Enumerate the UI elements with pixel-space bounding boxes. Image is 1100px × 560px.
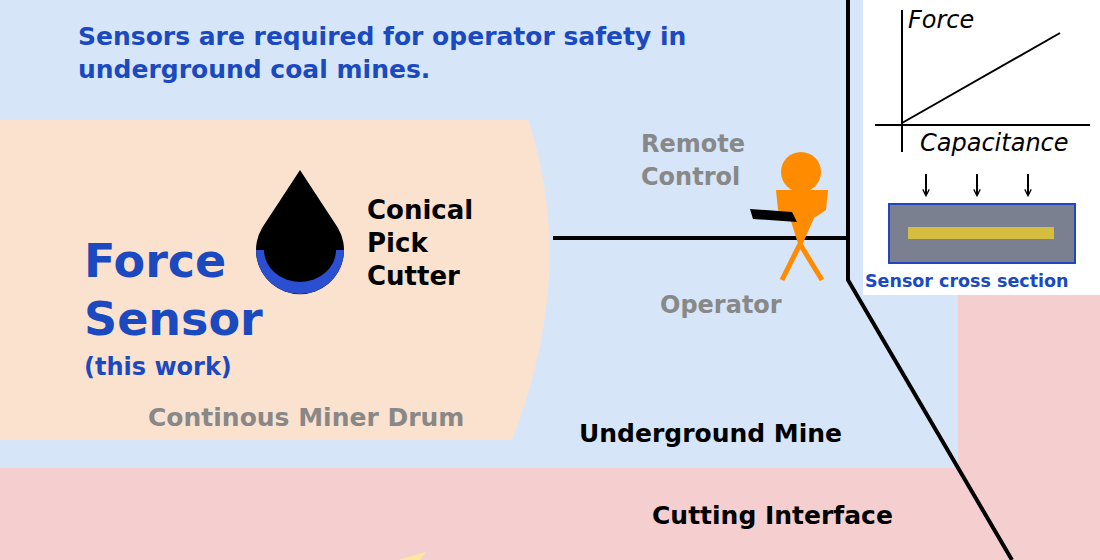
graph-axis bbox=[875, 124, 1090, 126]
note: (this work) bbox=[84, 352, 232, 382]
node-label: Capacitance bbox=[920, 128, 1069, 158]
part-label: Remote Control bbox=[641, 128, 781, 194]
coal-seam-side bbox=[958, 295, 1100, 468]
inset-panel: ForceCapacitanceSensor cross section bbox=[863, 0, 1100, 296]
pick-cutter bbox=[256, 170, 344, 294]
graph-axis bbox=[901, 10, 903, 152]
miner-drum bbox=[0, 120, 550, 440]
force-arrow bbox=[976, 174, 978, 195]
drum-region: Continous Miner Drum bbox=[0, 120, 555, 440]
part-label: Conical Pick Cutter bbox=[367, 194, 517, 293]
pick-sensor bbox=[256, 250, 344, 294]
cutting-band bbox=[0, 468, 1100, 560]
node-label: Force bbox=[908, 5, 974, 35]
heading: Sensors are required for operator safety… bbox=[78, 20, 748, 86]
node-label: Continous Miner Drum bbox=[148, 402, 464, 433]
cutting-band: Cutting Interface bbox=[0, 468, 1100, 560]
part-label: Force Sensor bbox=[84, 232, 344, 348]
sensor-electrode bbox=[908, 227, 1054, 239]
part-label: Operator bbox=[660, 290, 782, 320]
operator-legs bbox=[782, 244, 822, 280]
sensor-body bbox=[889, 204, 1075, 263]
mine-ground bbox=[0, 0, 1100, 468]
inset-panel bbox=[863, 0, 1100, 295]
force-arrow bbox=[1027, 174, 1029, 195]
force-arrow bbox=[925, 174, 927, 195]
graph-line bbox=[902, 33, 1060, 123]
spark-shape bbox=[398, 552, 426, 560]
remote-control bbox=[750, 209, 797, 222]
node-label: Cutting Interface bbox=[652, 500, 893, 531]
node-label: Sensor cross section bbox=[865, 270, 1069, 292]
node-label: Underground Mine bbox=[579, 418, 842, 449]
operator-head bbox=[781, 152, 821, 192]
